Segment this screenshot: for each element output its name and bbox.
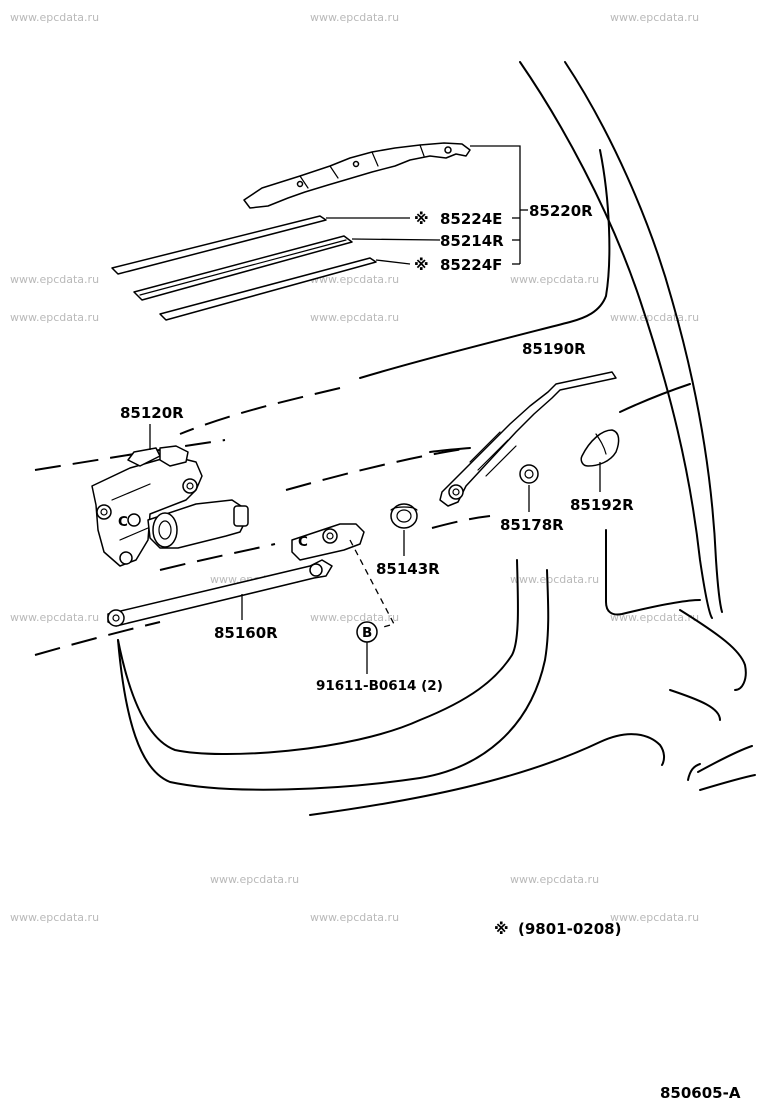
label-85160R: 85160R — [214, 624, 278, 642]
motor-marking: C — [118, 514, 128, 530]
bolt-ref-badge: B — [356, 621, 378, 643]
callout-labels: ※ 85224E 85220R 85214R ※ 85224F 85190R 8… — [120, 202, 634, 694]
watermarks: www.epcdata.ru www.epcdata.ru www.epcdat… — [10, 11, 699, 924]
watermark: www.epcdata.ru — [310, 611, 399, 624]
wiper-blade-assembly — [243, 142, 471, 209]
wiper-rubber-upper — [111, 215, 327, 275]
label-85143R: 85143R — [376, 560, 440, 578]
label-marker-rubber-upper: ※ — [414, 210, 429, 228]
watermark: www.epcdata.ru — [10, 311, 99, 324]
watermark: www.epcdata.ru — [310, 11, 399, 24]
label-marker-rubber-lower: ※ — [414, 256, 429, 274]
wiper-arm — [439, 371, 617, 507]
vehicle-body-outline — [34, 61, 756, 816]
wiper-blade-refill — [133, 235, 353, 301]
footnote-range: (9801-0208) — [518, 920, 621, 938]
watermark: www.epcdata.ru — [210, 873, 299, 886]
bolt-ref-letter: B — [362, 625, 372, 641]
label-85224F: 85224F — [440, 256, 502, 274]
wiper-motor: C — [91, 445, 249, 567]
bolt-dashed-leader — [349, 539, 395, 629]
watermark: www.epcdata.ru — [10, 611, 99, 624]
watermark: www.epcdata.ru — [10, 273, 99, 286]
footnote-symbol: ※ — [494, 920, 509, 938]
watermark: www.epcdata.ru — [610, 611, 699, 624]
label-85120R: 85120R — [120, 404, 184, 422]
watermark: www.epcdata.ru — [310, 911, 399, 924]
watermark: www.epcdata.ru — [610, 311, 699, 324]
grommet — [390, 503, 418, 529]
nut-cap — [519, 464, 539, 484]
label-91611-B0614: 91611-B0614 (2) — [316, 678, 443, 694]
watermark: www.epcdata.ru — [10, 911, 99, 924]
label-85224E: 85224E — [440, 210, 502, 228]
watermark: www.epcdata.ru — [510, 273, 599, 286]
label-85178R: 85178R — [500, 516, 564, 534]
watermark: www.epcdata.ru — [510, 573, 599, 586]
watermark: www.epcdata.ru — [310, 273, 399, 286]
watermark: www.epcdata.ru — [310, 311, 399, 324]
blade-callout-bracket — [326, 145, 528, 265]
label-85220R: 85220R — [529, 202, 593, 220]
footnote: ※ (9801-0208) — [494, 920, 621, 938]
watermark: www.epcdata.ru — [10, 11, 99, 24]
watermark: www.epcdata.ru — [610, 911, 699, 924]
watermark: www.epcdata.ru — [610, 11, 699, 24]
label-85190R: 85190R — [522, 340, 586, 358]
label-85214R: 85214R — [440, 232, 504, 250]
cap — [580, 429, 620, 467]
wiper-rubber-lower — [159, 257, 377, 321]
wiper-link: C — [107, 523, 365, 627]
figure-id: 850605-A — [660, 1084, 741, 1102]
label-85192R: 85192R — [570, 496, 634, 514]
link-marking: C — [298, 534, 308, 550]
watermark: www.epcdata.ru — [510, 873, 599, 886]
